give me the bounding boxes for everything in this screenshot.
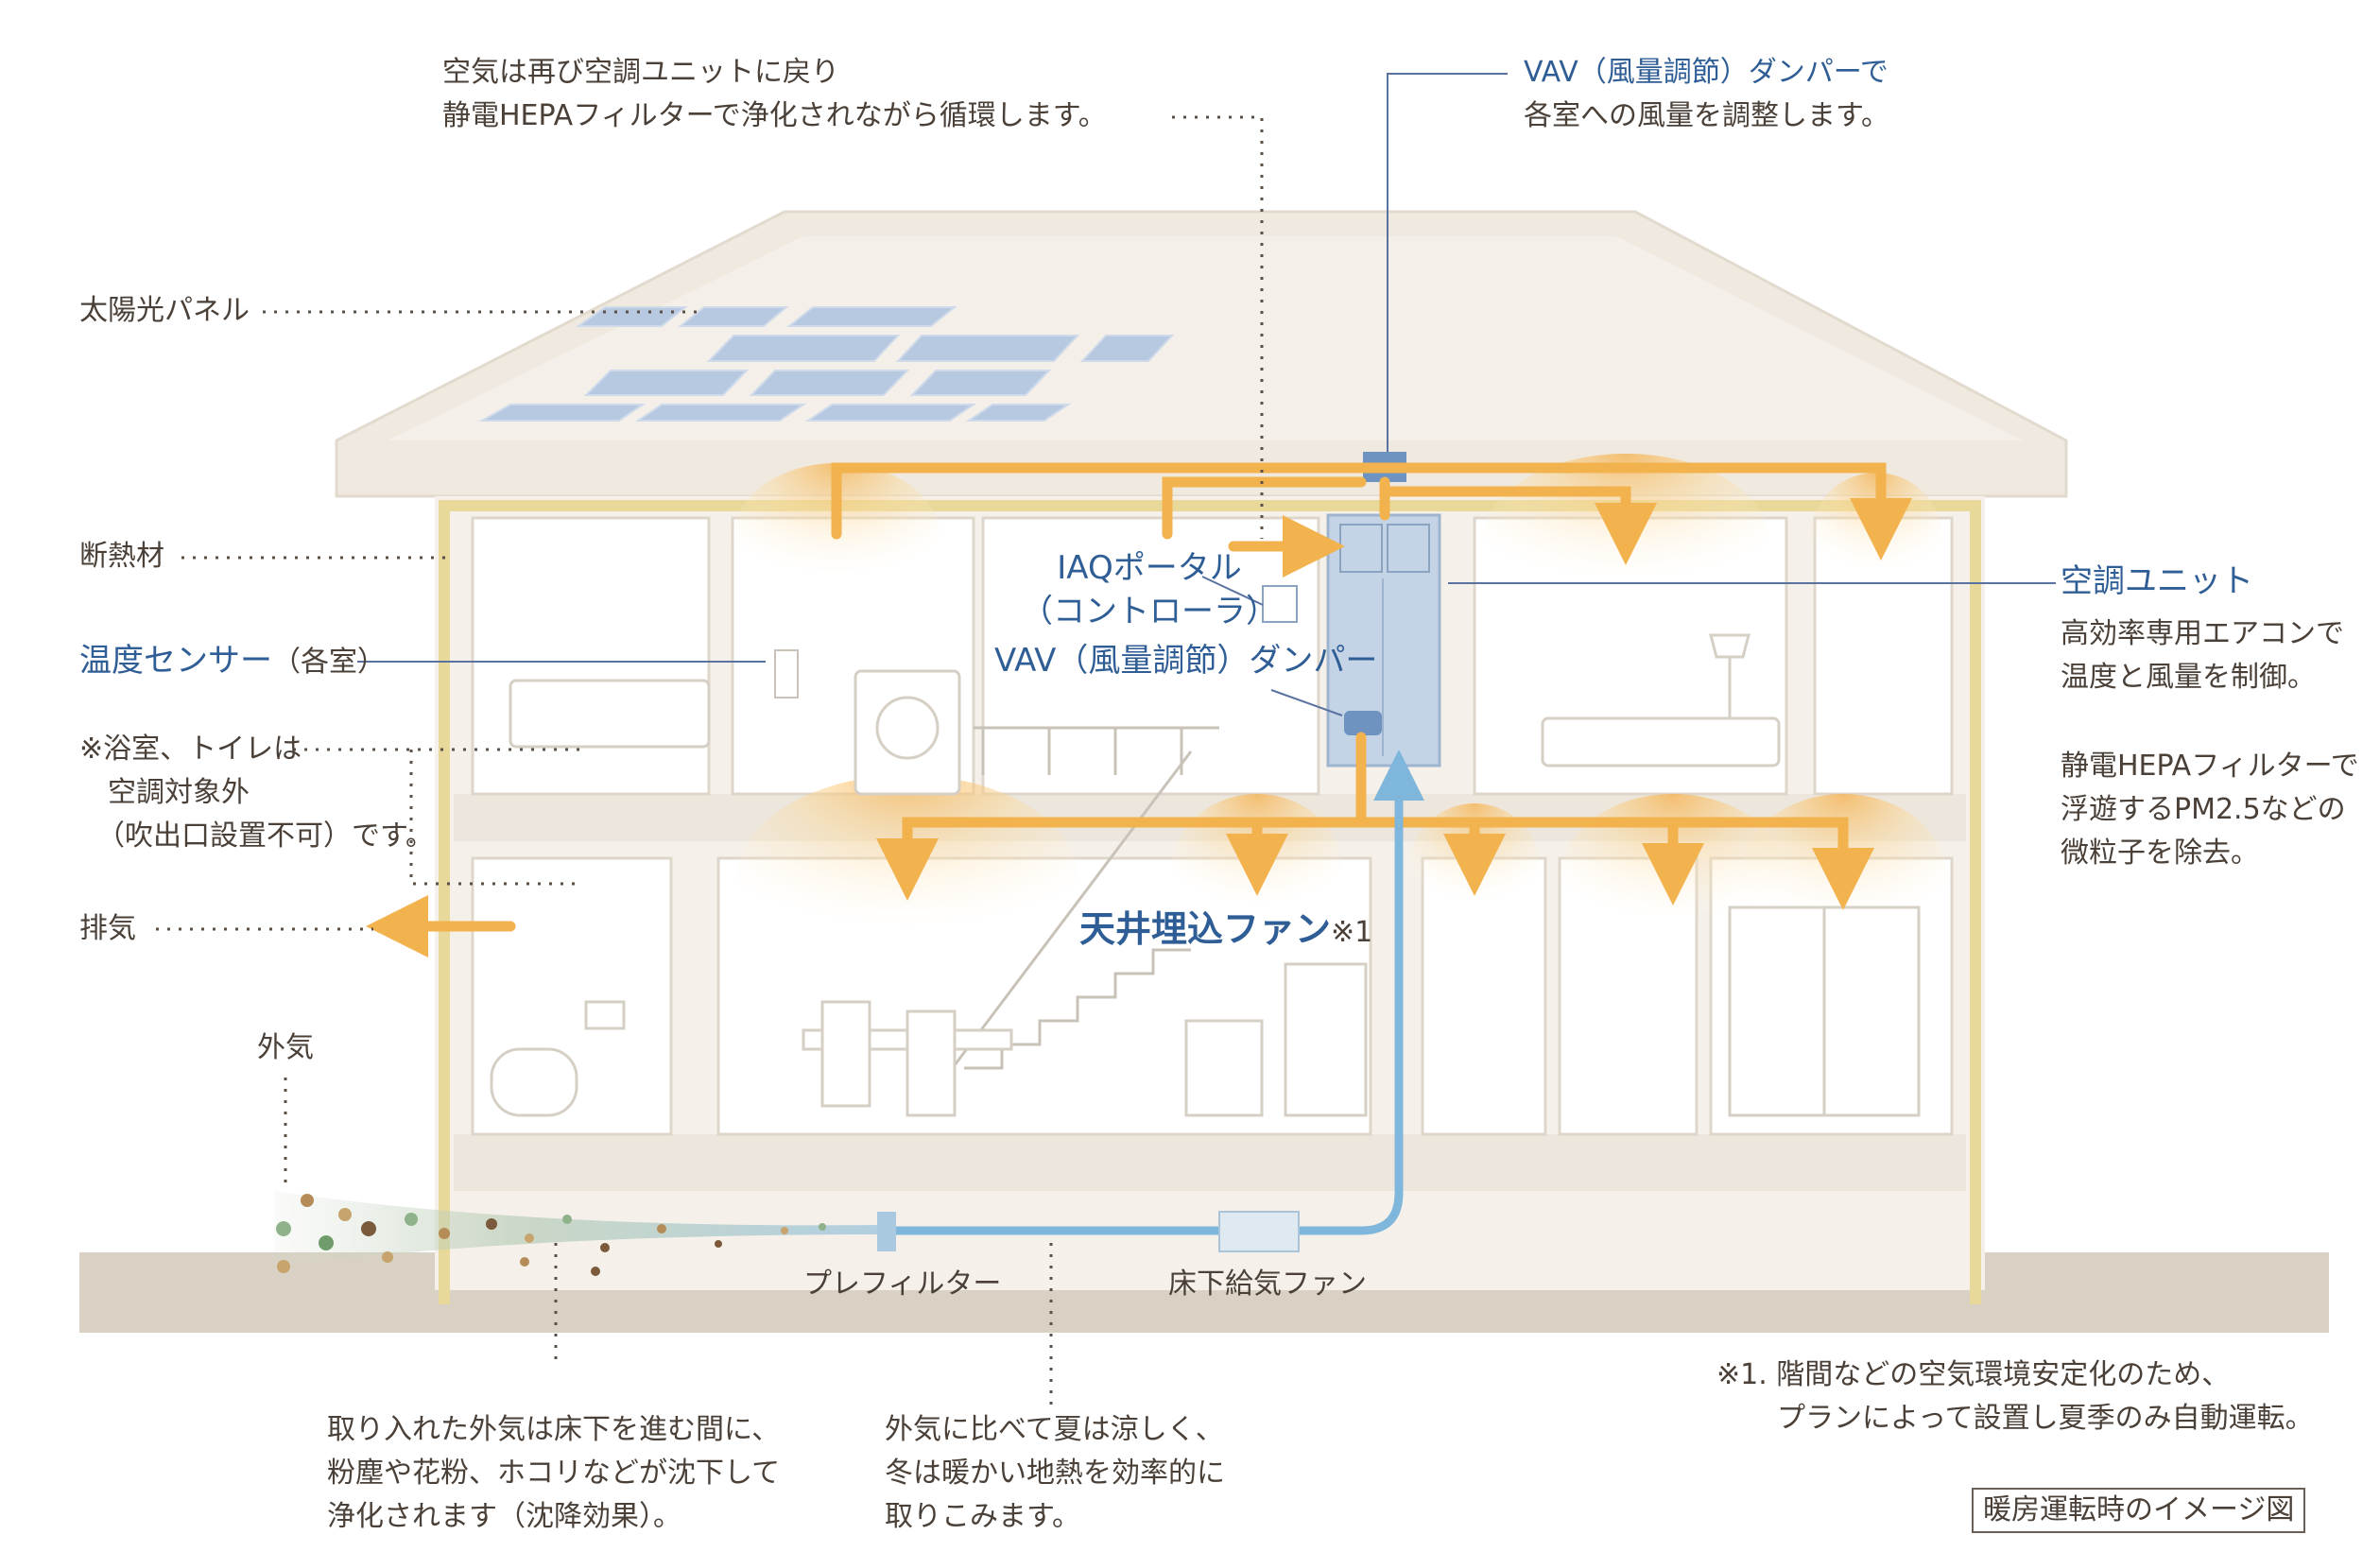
footnote: ※1. 階間などの空気環境安定化のため、 プランによって設置し夏季のみ自動運転。 (1716, 1354, 2314, 1440)
ceiling-fan-label: 天井埋込ファン※1 (1079, 907, 1372, 955)
recirc-line-2: 静電HEPAフィルターで浄化されながら循環します。 (442, 99, 1107, 132)
hvac-desc-1-line-2: 温度と風量を制御。 (2061, 661, 2316, 694)
temp-sensor-title: 温度センサー (79, 642, 272, 680)
intake-note-line-1: 取り入れた外気は床下を進む間に、 (327, 1413, 781, 1446)
leader-lines (156, 115, 1264, 1413)
vav-damper-inner (1344, 711, 1382, 735)
temp-sensor-sub: （各室） (272, 646, 386, 679)
vav-top-label: VAV（風量調節）ダンパーで 各室への風量を調整します。 (1524, 51, 1889, 138)
bath-note-line-3: （吹出口設置不可）です。 (96, 819, 434, 853)
recirc-line-1: 空気は再び空調ユニットに戻り (442, 56, 839, 89)
hvac-desc-2-line-3: 微粒子を除去。 (2061, 836, 2259, 870)
insulation-label: 断熱材 (79, 540, 164, 573)
iaq-label: IAQポータル （コントローラ） (1021, 546, 1278, 633)
intake-plume (274, 1191, 879, 1267)
cool-duct (884, 750, 1424, 1235)
ceiling-fan-title: 天井埋込ファン (1079, 908, 1332, 950)
geo-note-line-3: 取りこみます。 (885, 1500, 1080, 1533)
hvac-desc-2-line-1: 静電HEPAフィルターで (2061, 750, 2359, 783)
geo-note-line-1: 外気に比べて夏は涼しく、 (885, 1413, 1224, 1446)
solar-panels (478, 306, 1175, 422)
geo-note: 外気に比べて夏は涼しく、 冬は暖かい地熱を効率的に 取りこみます。 (885, 1408, 1225, 1539)
intake-note-line-3: 浄化されます（沈降効果）。 (327, 1500, 681, 1533)
solid-leaders (357, 73, 2056, 716)
prefilter-box (877, 1212, 896, 1251)
hvac-unit-title: 空調ユニット (2061, 562, 2253, 600)
intake-note: 取り入れた外気は床下を進む間に、 粉塵や花粉、ホコリなどが沈下して 浄化されます… (327, 1408, 780, 1539)
bath-note-line-1: ※浴室、トイレは (79, 733, 302, 766)
dust-particles (276, 1194, 826, 1276)
furniture (490, 633, 1921, 1117)
hvac-desc-1: 高効率専用エアコンで 温度と風量を制御。 (2061, 612, 2344, 699)
hvac-desc-1-line-1: 高効率専用エアコンで (2061, 617, 2344, 650)
footnote-line-1: ※1. 階間などの空気環境安定化のため、 (1716, 1358, 2231, 1391)
footnote-line-2: プランによって設置し夏季のみ自動運転。 (1777, 1402, 2314, 1435)
geo-note-line-2: 冬は暖かい地熱を効率的に (885, 1457, 1225, 1490)
intake-note-line-2: 粉塵や花粉、ホコリなどが沈下して (327, 1457, 781, 1490)
vav-top-title: VAV（風量調節）ダンパーで (1524, 56, 1888, 89)
vav-top-desc: 各室への風量を調整します。 (1524, 99, 1889, 132)
exhaust-label: 排気 (79, 912, 136, 945)
solar-label: 太陽光パネル (79, 294, 250, 327)
outside-air-label: 外気 (257, 1031, 314, 1064)
insulation-layer (439, 500, 1981, 1304)
hvac-desc-2-line-2: 浮遊するPM2.5などの (2061, 793, 2346, 826)
temp-sensor (774, 649, 799, 698)
hvac-desc-2: 静電HEPAフィルターで 浮遊するPM2.5などの 微粒子を除去。 (2061, 745, 2359, 875)
underfloor-fan-label: 床下給気ファン (1168, 1267, 1367, 1301)
recirc-note: 空気は再び空調ユニットに戻り 静電HEPAフィルターで浄化されながら循環します。 (442, 51, 1107, 138)
temp-sensor-label: 温度センサー（各室） (79, 639, 386, 684)
iaq-title: IAQポータル (1057, 549, 1242, 587)
vav-inner-label: VAV（風量調節）ダンパー (994, 642, 1378, 680)
ceiling-fan-note: ※1 (1331, 916, 1373, 949)
iaq-sub: （コントローラ） (1021, 593, 1278, 630)
bath-note-line-2: 空調対象外 (108, 776, 250, 809)
bath-note: ※浴室、トイレは 空調対象外 （吹出口設置不可）です。 (79, 728, 434, 858)
warm-ducts (366, 462, 1912, 957)
caption-box: 暖房運転時のイメージ図 (1972, 1488, 2306, 1533)
prefilter-label: プレフィルター (803, 1267, 1002, 1301)
underfloor-fan-box (1218, 1211, 1300, 1252)
